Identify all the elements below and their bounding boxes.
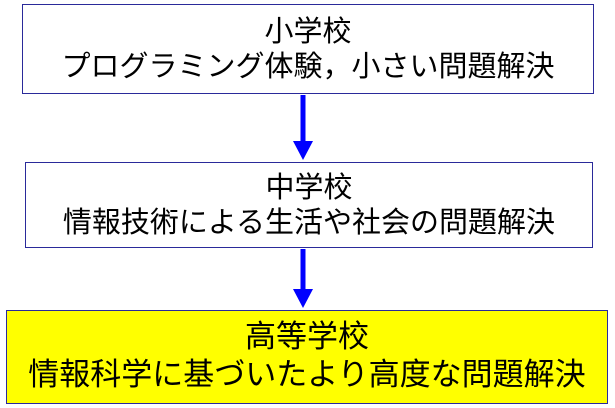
stage-title-junior-high: 中学校: [265, 169, 353, 204]
stage-description-high-school: 情報科学に基づいたより高度な問題解決: [28, 357, 586, 393]
stage-box-elementary: 小学校 プログラミング体験，小さい問題解決: [22, 4, 594, 94]
arrow-head: [293, 289, 313, 308]
stage-description-elementary: プログラミング体験，小さい問題解決: [61, 49, 555, 83]
down-arrow-icon: [293, 249, 313, 308]
stage-box-high-school: 高等学校 情報科学に基づいたより高度な問題解決: [6, 310, 608, 404]
stage-box-junior-high: 中学校 情報技術による生活や社会の問題解決: [25, 162, 593, 248]
down-arrow-icon: [293, 95, 313, 160]
stage-description-junior-high: 情報技術による生活や社会の問題解決: [62, 205, 556, 239]
stage-title-elementary: 小学校: [264, 13, 352, 48]
arrow-head: [293, 141, 313, 160]
stage-title-high-school: 高等学校: [245, 319, 369, 356]
